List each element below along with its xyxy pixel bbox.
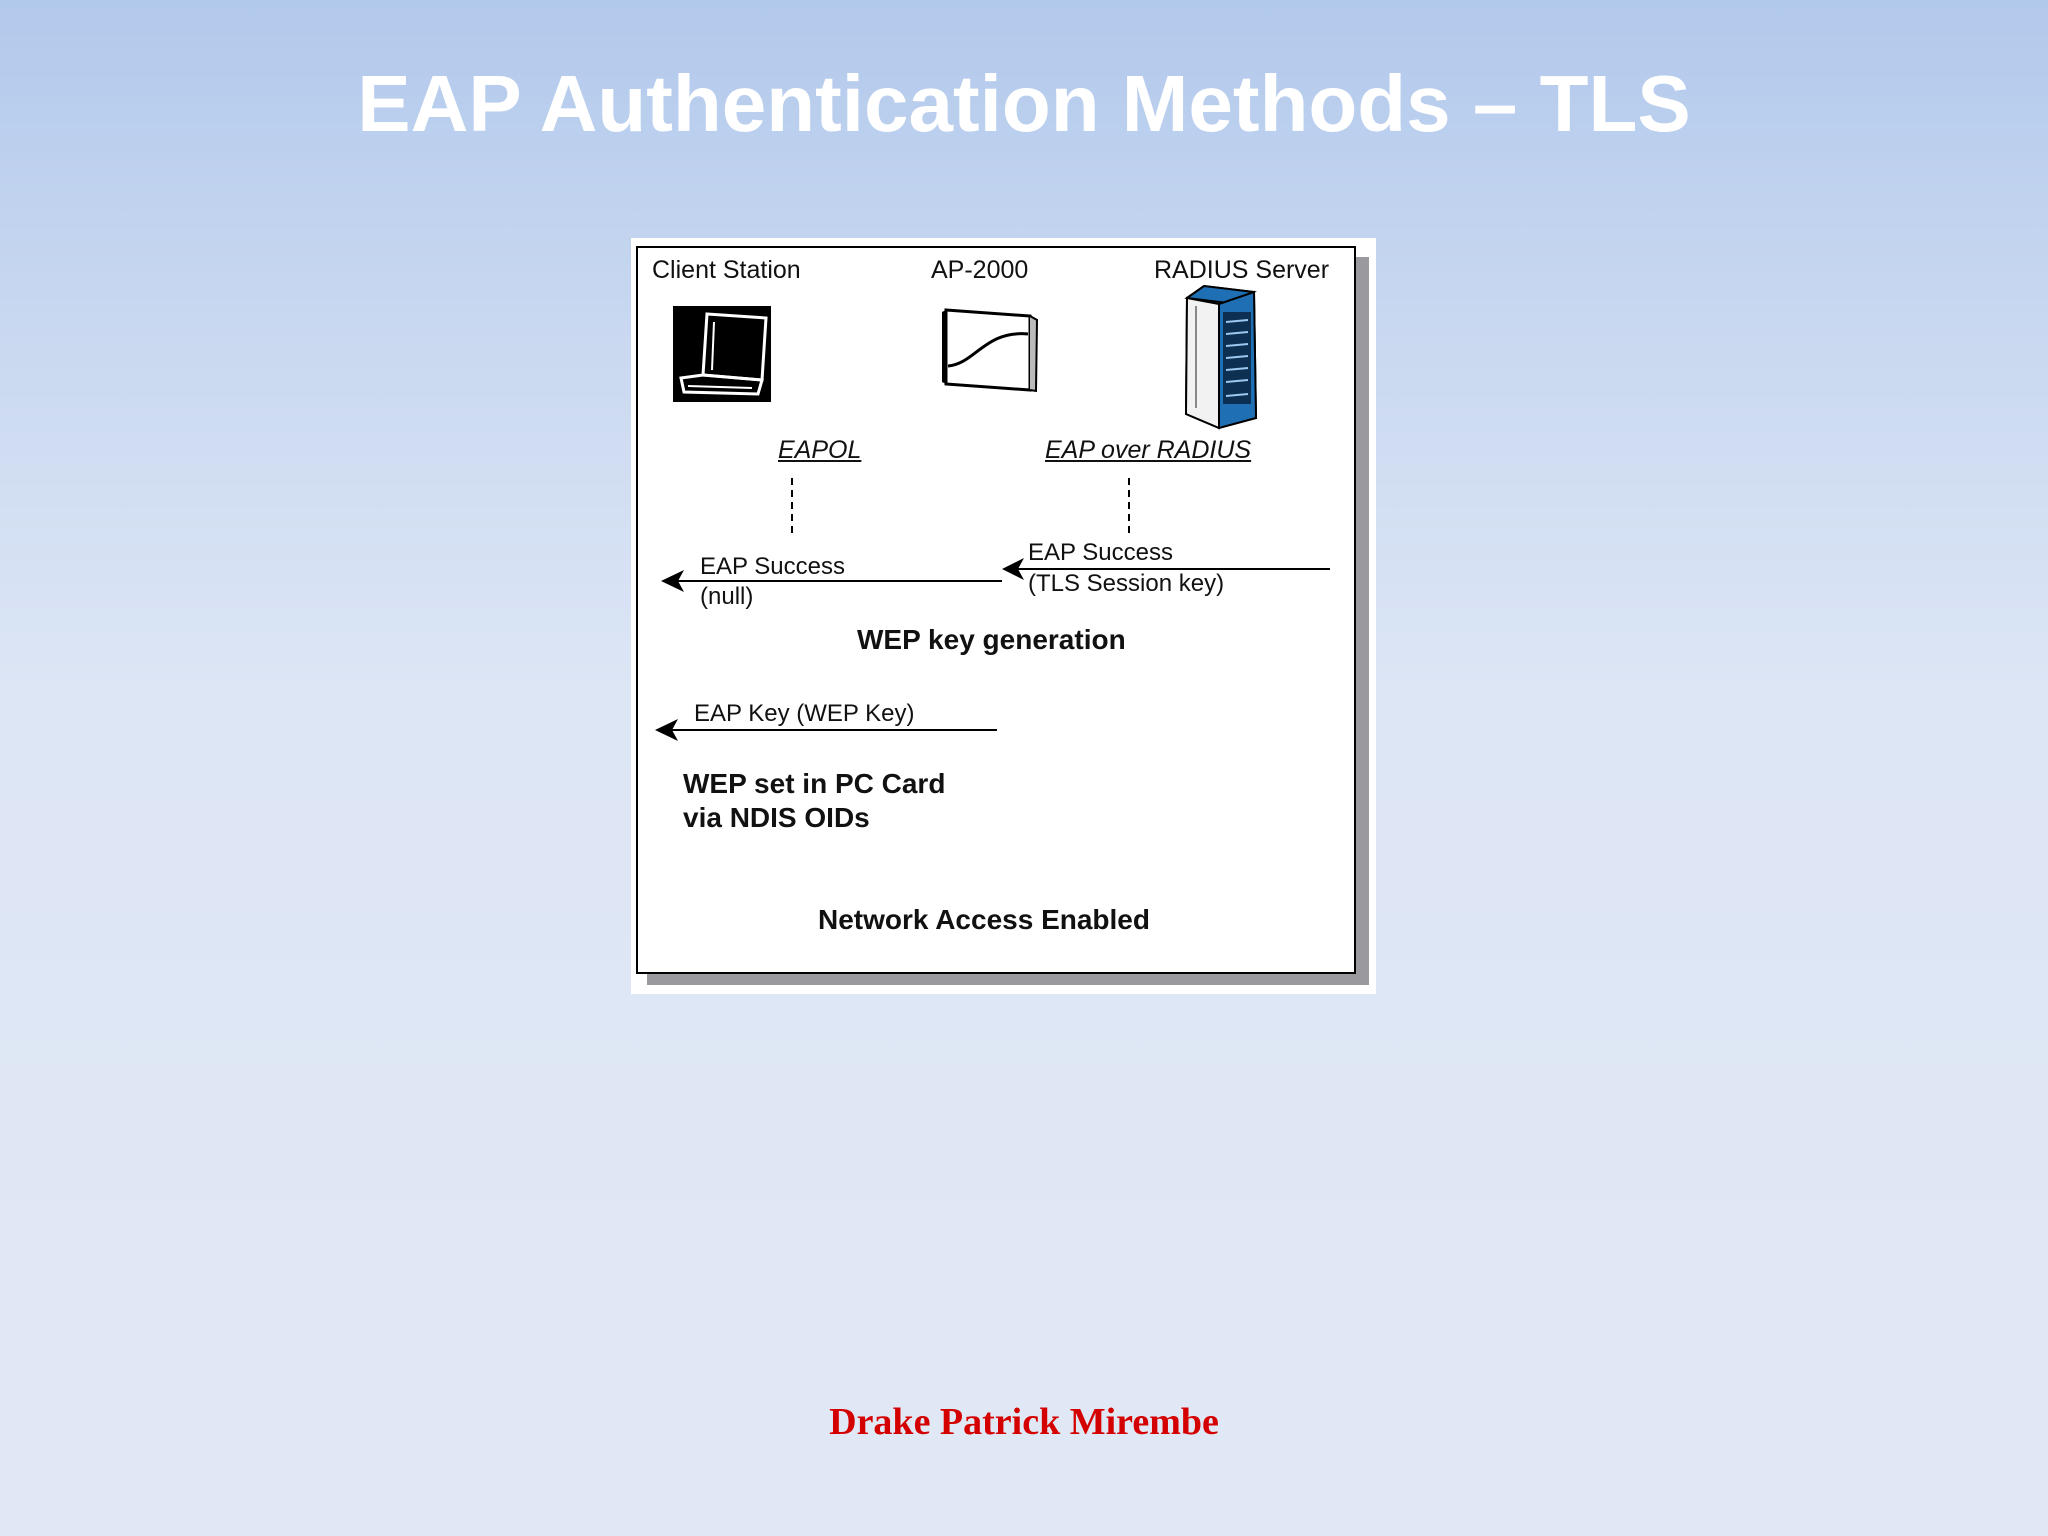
eap-success-tls-label: EAP Success (1028, 539, 1173, 566)
client-station-label: Client Station (652, 256, 801, 284)
wep-set-label-line2: via NDIS OIDs (683, 802, 870, 833)
arrow-eap-success-tls (1002, 558, 1330, 580)
eap-key-label: EAP Key (WEP Key) (694, 700, 915, 727)
radius-server-label: RADIUS Server (1154, 256, 1330, 284)
wep-key-generation-label: WEP key generation (857, 624, 1126, 655)
laptop-icon (673, 306, 771, 402)
access-point-icon (942, 308, 1039, 393)
slide-footer-author: Drake Patrick Mirembe (829, 1401, 1219, 1443)
arrow-eap-key (655, 719, 997, 741)
eapol-label: EAPOL (778, 436, 862, 464)
arrow-eap-success-null (661, 570, 1002, 592)
slide-title: EAP Authentication Methods – TLS (357, 59, 1691, 148)
eap-success-null-label: EAP Success (700, 553, 845, 580)
tls-session-key-label: (TLS Session key) (1028, 570, 1225, 597)
server-icon (1184, 284, 1258, 430)
network-access-enabled-label: Network Access Enabled (818, 904, 1150, 935)
ap-label: AP-2000 (931, 256, 1029, 284)
wep-set-label-line1: WEP set in PC Card (683, 768, 946, 799)
eap-over-radius-label: EAP over RADIUS (1045, 436, 1252, 464)
null-label: (null) (700, 583, 754, 610)
